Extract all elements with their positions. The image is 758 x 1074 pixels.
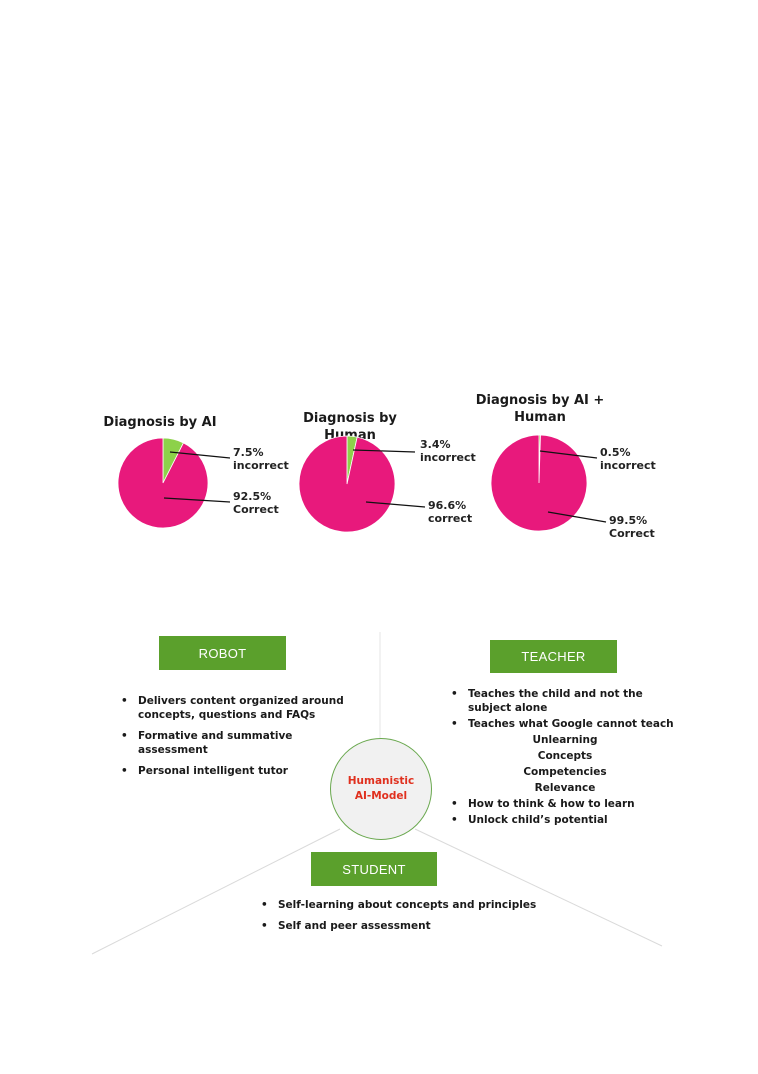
leader-line — [169, 451, 231, 459]
slice-name: Correct — [233, 503, 279, 516]
slice-name: incorrect — [420, 451, 476, 464]
chart-title: Diagnosis by AI + Human — [470, 392, 610, 426]
leader-line — [539, 450, 598, 459]
list-item: Personal intelligent tutor — [118, 764, 348, 778]
slice-name: incorrect — [233, 459, 289, 472]
list-item: Formative and summative assessment — [118, 729, 348, 757]
slice-name: Correct — [609, 527, 655, 540]
sub-item: Competencies — [523, 766, 607, 778]
hub-line: Humanistic — [347, 775, 415, 787]
percent-text: 96.6% — [428, 499, 467, 512]
leader-line — [352, 449, 416, 453]
pie-label-correct: 99.5% Correct — [609, 514, 655, 540]
percent-text: 0.5% — [600, 446, 631, 459]
chart-title-line: Diagnosis by AI + — [475, 393, 605, 408]
chart-title: Diagnosis by AI — [103, 415, 217, 430]
teacher-sub-items: Unlearning Concepts Competencies Relevan… — [495, 732, 635, 796]
slice-name: correct — [428, 512, 473, 525]
leader-line — [365, 501, 426, 508]
robot-box: ROBOT — [159, 636, 286, 670]
list-item: How to think & how to learn — [448, 797, 678, 811]
sub-item: Relevance — [534, 782, 596, 794]
list-item: Unlock child’s potential — [448, 813, 678, 827]
percent-text: 99.5% — [609, 514, 648, 527]
pie-label-incorrect: 3.4% incorrect — [420, 438, 476, 464]
sub-item: Concepts — [537, 750, 593, 762]
teacher-list-top: Teaches the child and not the subject al… — [448, 687, 678, 733]
divider-right — [414, 828, 663, 947]
pie-slice-correct — [490, 434, 588, 532]
robot-list: Delivers content organized around concep… — [118, 694, 348, 785]
percent-text: 3.4% — [420, 438, 451, 451]
sub-item: Unlearning — [532, 734, 598, 746]
student-box: STUDENT — [311, 852, 437, 886]
teacher-box: TEACHER — [490, 640, 617, 673]
leader-line — [547, 511, 607, 523]
teacher-list-bottom: How to think & how to learn Unlock child… — [448, 797, 678, 829]
divider-left — [91, 828, 341, 955]
humanistic-ai-model-hub: Humanistic AI-Model — [330, 738, 432, 840]
percent-text: 7.5% — [233, 446, 264, 459]
pie-label-incorrect: 7.5% incorrect — [233, 446, 289, 472]
pie-slice-correct — [298, 435, 396, 533]
list-item: Self-learning about concepts and princip… — [258, 898, 558, 912]
list-item: Teaches what Google cannot teach — [448, 717, 678, 731]
leader-line — [163, 497, 231, 503]
list-item: Self and peer assessment — [258, 919, 558, 933]
pie-label-incorrect: 0.5% incorrect — [600, 446, 656, 472]
pie-label-correct: 92.5% Correct — [233, 490, 279, 516]
pie-slice-correct — [117, 437, 209, 529]
pie-label-correct: 96.6% correct — [428, 499, 472, 525]
chart-title-line: Human — [514, 410, 566, 425]
student-list: Self-learning about concepts and princip… — [258, 898, 558, 940]
list-item: Delivers content organized around concep… — [118, 694, 348, 722]
slice-name: incorrect — [600, 459, 656, 472]
hub-line: AI-Model — [354, 790, 408, 802]
list-item: Teaches the child and not the subject al… — [448, 687, 678, 715]
percent-text: 92.5% — [233, 490, 272, 503]
